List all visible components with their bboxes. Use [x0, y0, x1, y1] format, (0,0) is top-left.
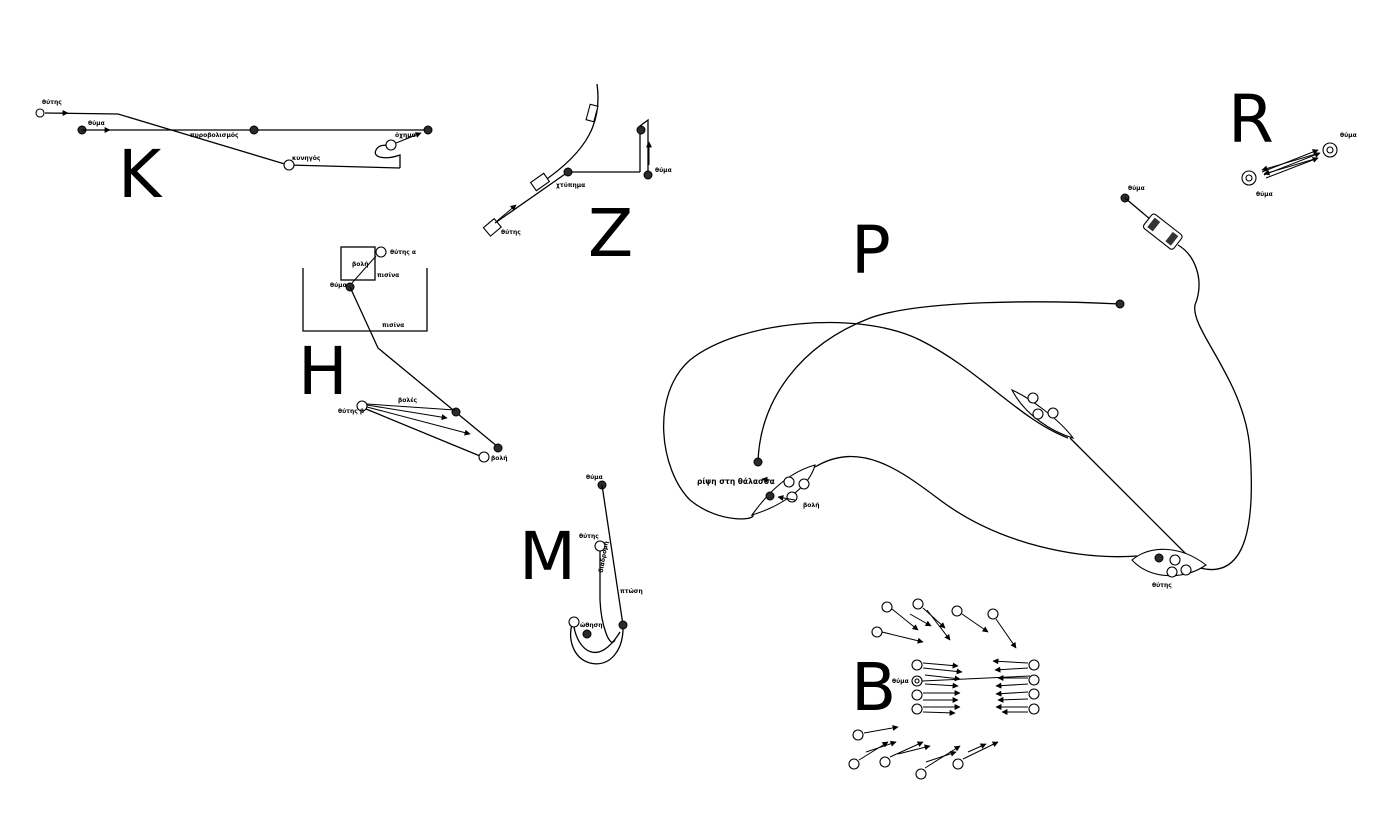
r-arrow-4: [1261, 153, 1317, 172]
end-marker: [423, 125, 433, 135]
victim-top-label: θύμα: [1340, 132, 1357, 139]
sea-marker: [753, 457, 763, 467]
victim-label: θύμα: [1128, 185, 1145, 192]
vehicle-top: [1142, 213, 1183, 250]
diagonal-route: [1069, 437, 1201, 569]
vehicle-marker: [385, 139, 397, 151]
scene-b-letter: B: [851, 649, 896, 726]
scene-p-letter: P: [851, 212, 891, 289]
shot-box-label: βολή: [352, 261, 369, 268]
perpetrator-b-label: θύτης β: [338, 408, 365, 415]
road-vehicle: [585, 103, 599, 123]
perpetrator-a-line: [351, 255, 377, 284]
outer-route: [1177, 244, 1252, 571]
shot-arrow-3: [366, 403, 456, 411]
scene-h: H πισίνα βολή θύτης α πισίνα θύμα θύτης …: [298, 246, 508, 463]
victim-end-marker: [493, 443, 503, 453]
shot-arrow-2: [366, 406, 471, 436]
victim-bottom-label: θύμα: [1256, 191, 1273, 198]
big-loop: [663, 321, 1069, 520]
loop-end-marker: [1115, 299, 1125, 309]
left-shooters: [911, 659, 963, 716]
scene-m-letter: M: [519, 518, 576, 595]
victim-inner: [914, 678, 920, 684]
victim-label: θύμα: [88, 120, 105, 127]
drop-label: πτώση: [620, 588, 643, 595]
scene-k: K θύτης θύμα πυροβολισμός κυνηγός όχημα: [35, 99, 433, 213]
victim-bottom-inner: [1245, 174, 1253, 182]
top-shooters: [871, 598, 1017, 649]
hunter-marker: [283, 159, 295, 171]
scene-m: M θύμα θύτης διαδρομή πτώση ώθηση: [519, 474, 643, 665]
scene-h-letter: H: [298, 333, 348, 410]
hunter-label: κυνηγός: [292, 155, 321, 162]
victim-label: θύμα: [586, 474, 603, 481]
scene-b: B θύμα: [848, 598, 1040, 780]
road-curve: [540, 83, 599, 184]
perpetrator-b-path: [365, 408, 481, 457]
victim-mid-marker: [451, 407, 461, 417]
perpetrator-label: θύτης: [1152, 582, 1172, 589]
shot-box: [340, 246, 376, 281]
pool-edge-label: πισίνα: [377, 272, 399, 279]
pool-label: πισίνα: [382, 322, 404, 329]
r-arrow-5: [1263, 157, 1319, 176]
victim-line: [921, 675, 1031, 682]
return-path: [573, 626, 621, 654]
perpetrator-b-end-marker: [478, 451, 490, 463]
victim-label: θύμα: [655, 167, 672, 174]
shot-right-label: βολή: [491, 455, 508, 462]
bottom-shooters: [848, 724, 999, 780]
victim-label: θύμα: [892, 678, 909, 685]
victim-label: θύμα: [330, 282, 347, 289]
drop-marker: [618, 620, 628, 630]
pool-outline: [302, 268, 428, 332]
right-shooters: [992, 658, 1040, 715]
victim-path: [349, 286, 499, 448]
push-marker: [568, 616, 580, 628]
perpetrator-label: θύτης: [501, 229, 521, 236]
victim-top-inner: [1326, 146, 1334, 154]
shots-label: βολές: [398, 397, 418, 404]
scene-z-letter: Z: [588, 195, 633, 272]
shot-label: βολή: [803, 502, 820, 509]
perpetrator-path: [44, 112, 401, 169]
impact-label: χτύπημα: [556, 182, 585, 189]
perpetrator-a-marker: [375, 246, 387, 258]
scene-k-letter: K: [118, 136, 163, 213]
sea-label: ρίψη στη θάλασσα: [697, 477, 775, 486]
final-marker: [582, 629, 592, 639]
r-arrow-1: [1261, 149, 1319, 173]
perpetrator-label: θύτης: [579, 533, 599, 540]
r-arrow-3: [1265, 157, 1319, 179]
impact-marker: [563, 167, 573, 177]
victim-end-marker: [643, 170, 653, 180]
perpetrator-arrow: [496, 204, 517, 222]
inner-loop: [757, 301, 1121, 463]
shot-arrow: [777, 494, 796, 501]
push-label: ώθηση: [580, 622, 603, 629]
lower-route: [814, 455, 1138, 558]
scene-r: R θύμα θύμα: [1228, 81, 1357, 198]
victim-position-marker: [249, 125, 259, 135]
perpetrator-vehicle: [482, 217, 502, 237]
vehicle-label: όχημα: [395, 132, 416, 139]
boat-middle: [1010, 388, 1075, 439]
boat-bottom: [1131, 548, 1207, 578]
mid-label: πυροβολισμός: [190, 132, 239, 139]
vehicle-arrow: [395, 132, 422, 144]
victim-start-marker: [636, 125, 646, 135]
scene-p: P θύμα ρίψη στη θάλασσα: [663, 185, 1252, 589]
struck-vehicle: [529, 172, 551, 192]
perpetrator-marker: [35, 108, 45, 118]
victim-path: [569, 484, 624, 665]
shot-arrow-1: [366, 404, 448, 421]
perpetrator-a-label: θύτης α: [390, 249, 416, 256]
scene-r-letter: R: [1228, 81, 1274, 158]
perpetrator-b-marker: [356, 400, 368, 412]
sea-arrow: [761, 476, 771, 483]
perpetrator-label: θύτης: [42, 99, 62, 106]
scene-z: Z θύτης χτύπημα θύμα: [482, 83, 672, 272]
